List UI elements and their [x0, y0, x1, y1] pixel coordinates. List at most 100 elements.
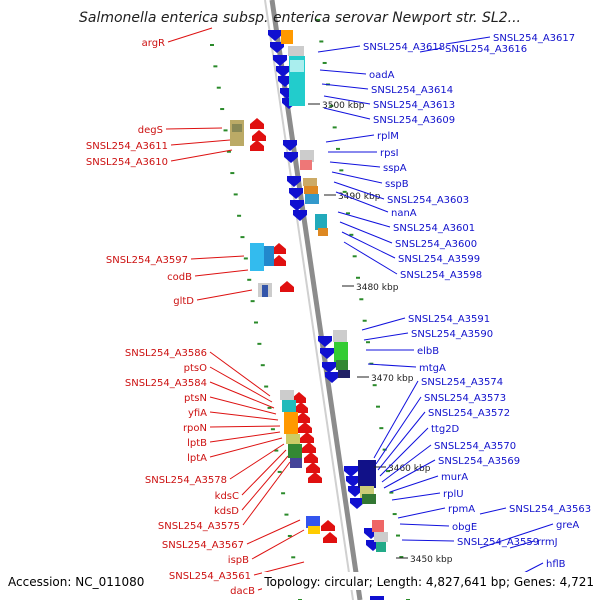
- gene-feature-block: [300, 150, 314, 162]
- label-leader-line: [209, 431, 281, 443]
- gene-label: SNSL254_A3575: [158, 521, 240, 532]
- label-leader-line: [419, 47, 443, 53]
- gene-label: lptB: [187, 438, 207, 449]
- map-title: Salmonella enterica subsp. enterica sero…: [79, 10, 521, 26]
- gene-feature-block: [374, 532, 388, 542]
- gene-label: greA: [556, 520, 579, 531]
- gene-label: SNSL254_A3567: [162, 540, 244, 551]
- reverse-gene-arrow: [283, 140, 297, 151]
- label-leader-line: [329, 161, 381, 168]
- label-leader-line: [251, 529, 305, 560]
- gene-feature-block: [290, 60, 304, 72]
- gene-feature-block: [362, 494, 376, 504]
- gene-feature-block: [358, 460, 376, 488]
- label-leader-line: [383, 459, 436, 489]
- gene-label: SNSL254_A3610: [86, 157, 168, 168]
- label-leader-line: [401, 539, 455, 542]
- gene-label: yfiA: [188, 408, 207, 419]
- reverse-gene-arrow: [325, 372, 339, 383]
- gene-feature-block: [250, 243, 264, 271]
- gene-feature-block: [338, 370, 350, 378]
- label-leader-line: [167, 27, 213, 43]
- label-leader-line: [373, 380, 419, 459]
- label-leader-line: [479, 507, 507, 515]
- label-leader-line: [337, 211, 391, 228]
- gene-feature-block: [264, 246, 274, 266]
- gene-label: SNSL254_A3616: [445, 44, 527, 55]
- reverse-gene-arrow: [293, 210, 307, 221]
- label-leader-line: [375, 396, 422, 465]
- gene-label: mtgA: [419, 363, 446, 374]
- label-leader-line: [242, 461, 291, 526]
- gene-feature-block: [315, 214, 327, 230]
- genome-summary-text: Topology: circular; Length: 4,827,641 bp…: [263, 575, 594, 589]
- label-leader-line: [333, 181, 385, 200]
- label-leader-line: [241, 455, 289, 511]
- reverse-gene-arrow: [348, 486, 362, 497]
- left-gene-labels: argRdegSSNSL254_A3611SNSL254_A3610SNSL25…: [86, 27, 311, 597]
- label-leader-line: [377, 411, 426, 471]
- forward-gene-arrow: [250, 118, 264, 129]
- label-leader-line: [196, 289, 253, 301]
- footer-backing: [262, 572, 598, 590]
- gene-label: SNSL254_A3601: [393, 223, 475, 234]
- reverse-gene-arrow: [287, 176, 301, 187]
- label-leader-line: [246, 519, 301, 545]
- gene-feature-block: [318, 228, 328, 236]
- gene-label: degS: [138, 125, 163, 136]
- label-leader-line: [165, 127, 223, 130]
- gene-label: SNSL254_A3586: [125, 348, 207, 359]
- gene-feature-block: [305, 194, 319, 204]
- gene-label: gltD: [173, 296, 194, 307]
- label-leader-line: [323, 107, 371, 120]
- kbp-marker: 3490 kbp: [338, 192, 381, 202]
- label-leader-line: [381, 444, 432, 483]
- gene-label: kdsD: [214, 506, 239, 517]
- reverse-gene-arrow: [289, 188, 303, 199]
- label-leader-line: [170, 139, 231, 146]
- gene-label: ispB: [228, 555, 249, 566]
- gene-feature-block: [290, 458, 302, 468]
- reverse-gene-arrow: [278, 76, 292, 87]
- gene-label: sspB: [385, 179, 409, 190]
- gene-label: SNSL254_A3617: [493, 33, 575, 44]
- gene-label: codB: [167, 272, 192, 283]
- label-leader-line: [445, 36, 491, 45]
- reverse-gene-arrow: [276, 66, 290, 77]
- forward-gene-arrow: [300, 432, 314, 443]
- label-leader-line: [339, 221, 393, 244]
- label-leader-line: [391, 492, 441, 501]
- gene-label: SNSL254_A3618: [363, 42, 445, 53]
- gene-label: SNSL254_A3578: [145, 475, 227, 486]
- forward-gene-arrow: [308, 472, 322, 483]
- label-leader-line: [399, 523, 450, 527]
- gene-feature-block: [303, 178, 317, 186]
- label-leader-line: [241, 449, 287, 496]
- gene-label: rplM: [377, 131, 399, 142]
- gene-label: SNSL254_A3569: [438, 456, 520, 467]
- label-leader-line: [379, 427, 429, 477]
- gene-label: ttg2D: [431, 424, 460, 435]
- label-leader-line: [325, 134, 375, 143]
- label-leader-line: [361, 317, 406, 331]
- gene-label: ptsO: [184, 363, 207, 374]
- gene-label: kdsC: [215, 491, 239, 502]
- label-leader-line: [209, 366, 273, 403]
- gene-feature-block: [308, 526, 320, 534]
- gene-label: SNSL254_A3591: [408, 314, 490, 325]
- label-leader-line: [209, 411, 279, 421]
- kbp-marker: 3470 kbp: [371, 374, 414, 384]
- forward-gene-arrow: [252, 130, 266, 141]
- gene-label: obgE: [452, 522, 477, 533]
- gene-label: sspA: [383, 163, 407, 174]
- reverse-gene-arrow: [322, 362, 336, 373]
- dotted-tick-tracks: [210, 19, 410, 600]
- label-leader-line: [509, 540, 535, 549]
- footer-backing: [6, 572, 154, 590]
- gene-label: SNSL254_A3570: [434, 441, 516, 452]
- kbp-marker: 3460 kbp: [388, 464, 431, 474]
- forward-gene-arrow: [272, 255, 286, 266]
- gene-feature-block: [262, 285, 268, 297]
- label-leader-line: [194, 269, 249, 277]
